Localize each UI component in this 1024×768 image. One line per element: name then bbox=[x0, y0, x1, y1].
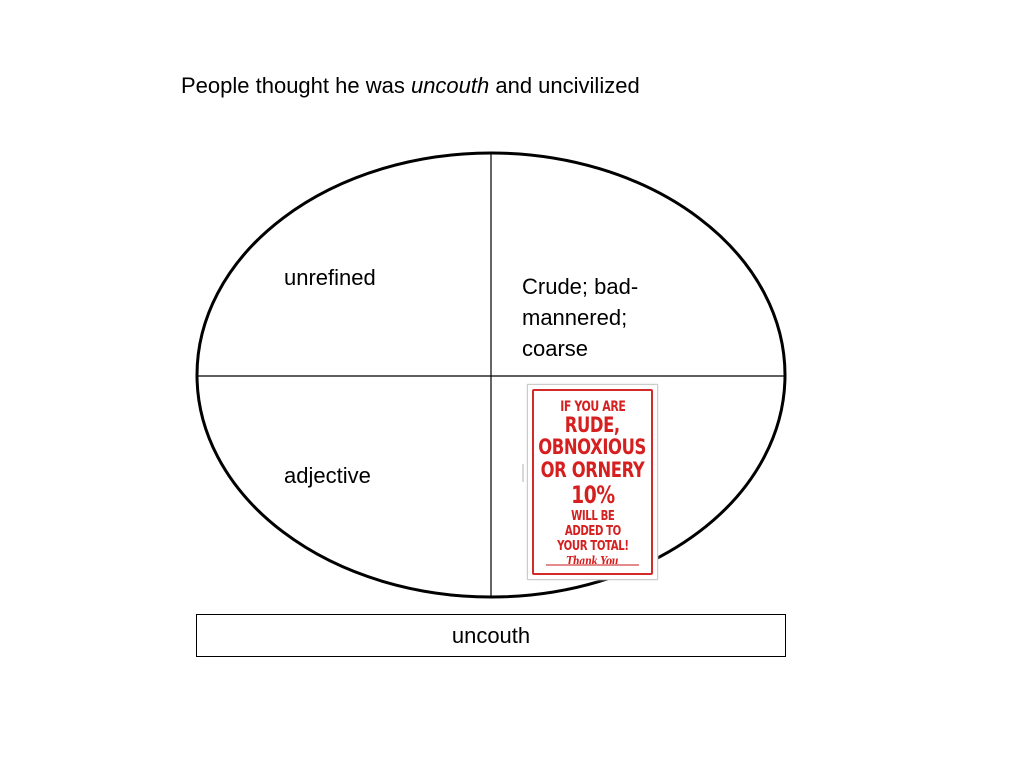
sign-line: OBNOXIOUS bbox=[538, 435, 647, 459]
sign-line: OR ORNERY bbox=[540, 458, 645, 482]
sign-line: IF YOU ARE bbox=[559, 399, 626, 415]
sentence-end: and uncivilized bbox=[489, 73, 640, 98]
sign-border: IF YOU ARE RUDE, OBNOXIOUS OR ORNERY 10%… bbox=[532, 389, 653, 575]
example-sentence: People thought he was uncouth and uncivi… bbox=[181, 72, 640, 100]
sign-fine-print bbox=[546, 564, 639, 566]
text-cursor-mark bbox=[522, 464, 524, 482]
synonym-quadrant: unrefined bbox=[284, 265, 376, 290]
sentence-target-word: uncouth bbox=[410, 73, 490, 98]
sign-line: ADDED TO bbox=[564, 524, 621, 539]
vocabulary-word: uncouth bbox=[451, 622, 531, 648]
definition-quadrant: Crude; bad-mannered; coarse bbox=[522, 274, 639, 361]
sign-line: YOUR TOTAL! bbox=[556, 539, 629, 554]
sentence-start: People thought he was bbox=[181, 73, 411, 98]
sign-line: RUDE, bbox=[565, 413, 620, 437]
sign-line: 10% bbox=[570, 481, 615, 509]
part-of-speech-quadrant: adjective bbox=[284, 463, 371, 488]
sign-line: WILL BE bbox=[570, 509, 615, 524]
sign-line: Thank You bbox=[566, 554, 619, 568]
rude-customer-sign-image: IF YOU ARE RUDE, OBNOXIOUS OR ORNERY 10%… bbox=[527, 384, 658, 580]
vocabulary-word-box: uncouth bbox=[196, 614, 786, 657]
